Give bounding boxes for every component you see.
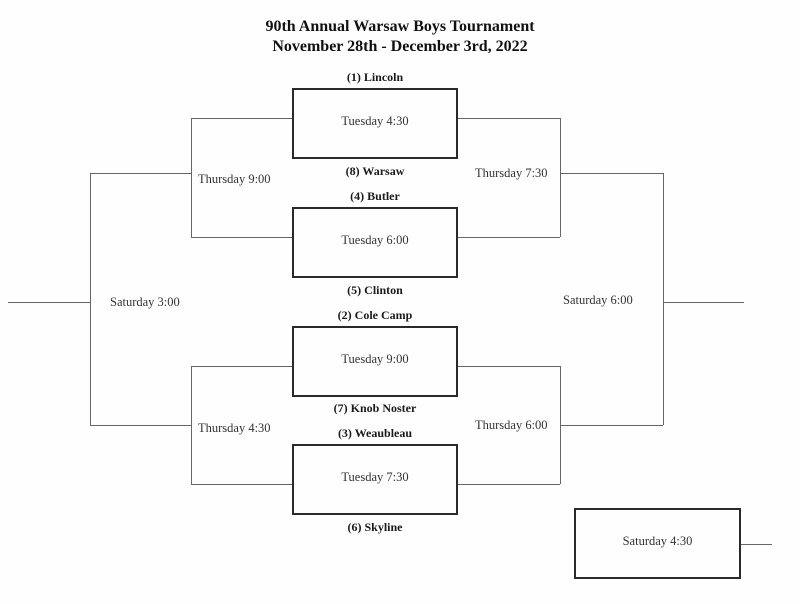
team-seed-8: (8) Warsaw bbox=[345, 164, 405, 178]
semifinal-left-bottom-time: Thursday 4:30 bbox=[198, 421, 271, 435]
game-box-1: Tuesday 4:30 bbox=[292, 88, 458, 159]
bracket-line bbox=[663, 173, 664, 425]
game-time-1: Tuesday 4:30 bbox=[341, 114, 409, 128]
bracket-line bbox=[191, 237, 292, 238]
final-left-time: Saturday 3:00 bbox=[110, 295, 180, 309]
team-seed-3: (3) Weaubleau bbox=[337, 426, 413, 440]
bracket-line bbox=[560, 118, 561, 237]
final-right-time: Saturday 6:00 bbox=[563, 293, 633, 307]
bracket-line bbox=[8, 302, 90, 303]
semifinal-right-bottom-time: Thursday 6:00 bbox=[475, 418, 548, 432]
bracket-line bbox=[191, 366, 292, 367]
tournament-title: 90th Annual Warsaw Boys Tournament bbox=[265, 18, 535, 35]
bracket-line bbox=[191, 366, 192, 484]
tournament-dates: November 28th - December 3rd, 2022 bbox=[272, 38, 528, 55]
team-seed-6: (6) Skyline bbox=[347, 520, 403, 534]
team-seed-7: (7) Knob Noster bbox=[333, 401, 417, 415]
game-box-4: Tuesday 7:30 bbox=[292, 444, 458, 515]
team-seed-4: (4) Butler bbox=[350, 189, 400, 203]
team-seed-2: (2) Cole Camp bbox=[337, 308, 413, 322]
game-time-4: Tuesday 7:30 bbox=[341, 470, 409, 484]
team-seed-1: (1) Lincoln bbox=[346, 70, 404, 84]
bracket-line bbox=[90, 173, 191, 174]
semifinal-right-top-time: Thursday 7:30 bbox=[475, 166, 548, 180]
team-seed-5: (5) Clinton bbox=[347, 283, 403, 297]
bracket-line bbox=[458, 237, 560, 238]
bracket-line bbox=[90, 425, 191, 426]
game-time-3: Tuesday 9:00 bbox=[341, 352, 409, 366]
bracket-line bbox=[458, 366, 560, 367]
bracket-line bbox=[741, 544, 772, 545]
bracket-line bbox=[560, 425, 663, 426]
game-box-2: Tuesday 6:00 bbox=[292, 207, 458, 278]
game-box-saturday: Saturday 4:30 bbox=[574, 508, 741, 579]
game-time-2: Tuesday 6:00 bbox=[341, 233, 409, 247]
bracket-line bbox=[663, 302, 744, 303]
extra-game-time: Saturday 4:30 bbox=[622, 534, 693, 548]
semifinal-left-top-time: Thursday 9:00 bbox=[198, 172, 271, 186]
bracket-line bbox=[191, 484, 292, 485]
bracket-line bbox=[458, 118, 560, 119]
game-box-3: Tuesday 9:00 bbox=[292, 326, 458, 397]
bracket-line bbox=[90, 173, 91, 425]
bracket-line bbox=[560, 173, 663, 174]
bracket-line bbox=[191, 118, 292, 119]
bracket-line bbox=[191, 118, 192, 237]
bracket-line bbox=[458, 484, 560, 485]
